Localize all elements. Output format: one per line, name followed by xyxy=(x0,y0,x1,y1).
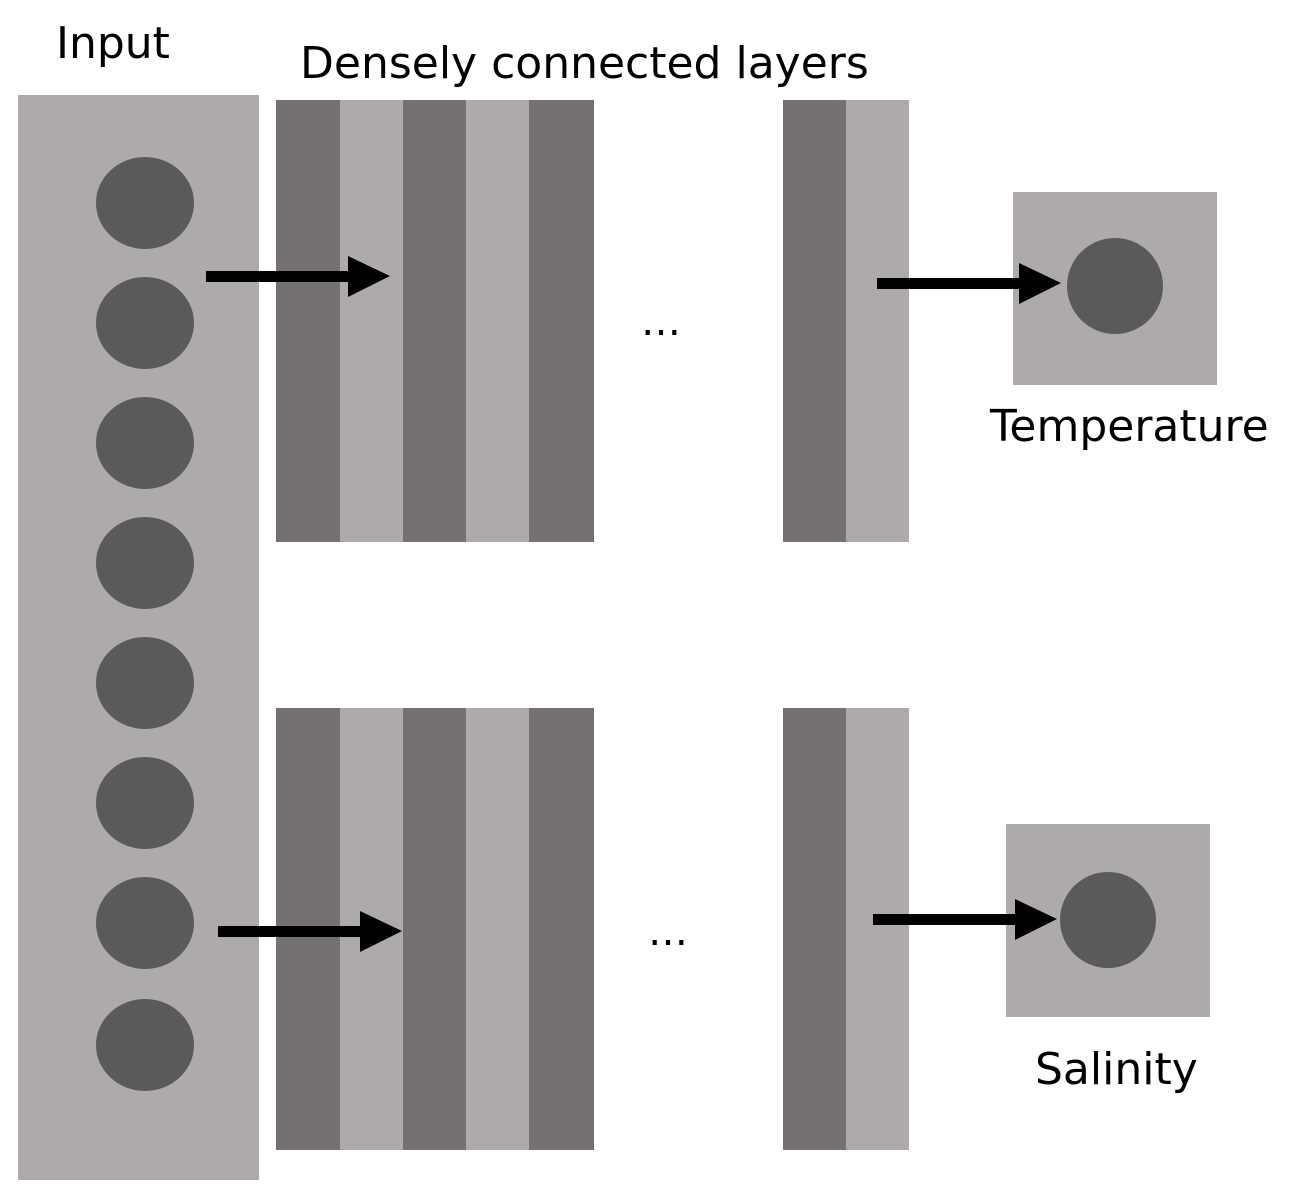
layer-stripe-dark xyxy=(529,100,594,542)
input-nodes xyxy=(96,157,194,1091)
layer-stripe-dark xyxy=(276,100,340,542)
layer-stripe-light xyxy=(466,100,529,542)
layer-stripe-light xyxy=(340,100,403,542)
bottom-final-layers xyxy=(783,708,909,1150)
temperature-output-node xyxy=(1067,238,1163,334)
salinity-output-node xyxy=(1060,872,1156,968)
ellipsis-bottom: … xyxy=(648,909,702,955)
input-node xyxy=(96,877,194,969)
dense-layers-label: Densely connected layers xyxy=(300,38,869,89)
top-final-layers xyxy=(783,100,909,542)
ellipsis-top: … xyxy=(641,299,695,345)
arrow-input-to-bottom xyxy=(218,911,402,952)
input-node xyxy=(96,637,194,729)
layer-stripe-light xyxy=(846,100,909,542)
top-dense-layers xyxy=(276,100,594,542)
layer-stripe-dark xyxy=(403,100,466,542)
input-node xyxy=(96,397,194,489)
layer-stripe-light xyxy=(846,708,909,1150)
layer-stripe-dark xyxy=(783,100,846,542)
input-label: Input xyxy=(56,18,170,69)
input-node xyxy=(96,999,194,1091)
input-node xyxy=(96,157,194,249)
layer-stripe-dark xyxy=(529,708,594,1150)
temperature-label: Temperature xyxy=(990,401,1269,452)
input-node xyxy=(96,277,194,369)
layer-stripe-dark xyxy=(403,708,466,1150)
arrow-bottom-to-salinity xyxy=(873,899,1057,940)
arrow-top-to-temperature xyxy=(877,263,1061,304)
arrow-input-to-top xyxy=(206,256,390,297)
layer-stripe-light xyxy=(466,708,529,1150)
layer-stripe-dark xyxy=(783,708,846,1150)
input-node xyxy=(96,757,194,849)
input-node xyxy=(96,517,194,609)
salinity-label: Salinity xyxy=(1035,1044,1198,1095)
